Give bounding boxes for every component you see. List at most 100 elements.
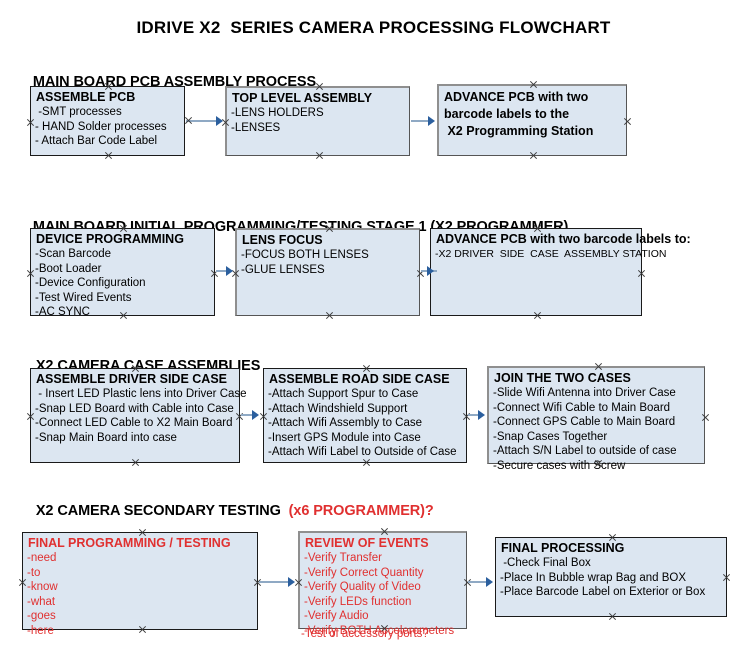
resize-handle-bottom[interactable]	[138, 625, 147, 634]
resize-handle-bottom[interactable]	[362, 458, 371, 467]
resize-handle-top[interactable]	[315, 82, 324, 91]
resize-handle-bottom[interactable]	[529, 151, 538, 160]
resize-handle-bottom[interactable]	[594, 459, 603, 468]
box-line: -here	[27, 624, 54, 637]
resize-handle-right[interactable]	[623, 117, 632, 126]
resize-handle-left[interactable]	[26, 269, 35, 278]
resize-handle-bottom[interactable]	[119, 311, 128, 320]
box-line: -SMT processes	[35, 106, 122, 118]
box-line: -Slide Wifi Antenna into Driver Case	[493, 387, 676, 399]
resize-handle-left[interactable]	[18, 578, 27, 587]
arrow-head-icon	[428, 116, 435, 126]
box-line: -Snap LED Board with Cable into Case	[35, 402, 234, 415]
box-line: -Verify Audio	[304, 610, 369, 623]
box-line: -Check Final Box	[500, 557, 591, 569]
resize-handle-top[interactable]	[138, 528, 147, 537]
resize-handle-right[interactable]	[722, 573, 731, 582]
resize-handle-top[interactable]	[131, 364, 140, 373]
page-title: IDRIVE X2 SERIES CAMERA PROCESSING FLOWC…	[136, 18, 611, 37]
resize-handle-bottom[interactable]	[325, 311, 334, 320]
resize-handle-left[interactable]	[294, 578, 303, 587]
box-line: -Verify Transfer	[304, 552, 382, 564]
resize-handle-right[interactable]	[637, 269, 646, 278]
resize-handle-left[interactable]	[26, 118, 35, 127]
box-line: - HAND Solder processes	[35, 120, 167, 133]
arrow-head-icon	[427, 266, 434, 276]
connector-driver-side-to-road-side	[241, 414, 256, 416]
box-line: -AC SYNC	[35, 306, 90, 319]
flow-box-advance-pcb-to-x2-programming-station[interactable]: ADVANCE PCB with two barcode labels to t…	[437, 84, 627, 156]
resize-handle-right[interactable]	[701, 413, 710, 422]
box-line: -Insert GPS Module into Case	[268, 431, 421, 444]
flow-box-final-processing[interactable]: FINAL PROCESSING -Check Final Box -Place…	[495, 537, 727, 617]
flow-box-advance-pcb-to-driver-side-case-assembly[interactable]: ADVANCE PCB with two barcode labels to: …	[430, 228, 691, 316]
flow-box-lens-focus[interactable]: LENS FOCUS -FOCUS BOTH LENSES -GLUE LENS…	[235, 228, 420, 316]
flow-box-top-level-assembly[interactable]: TOP LEVEL ASSEMBLY -LENS HOLDERS -LENSES	[225, 86, 410, 156]
box-line: -need	[27, 552, 57, 564]
connector-top-level-assembly-to-advance-pcb	[411, 120, 431, 122]
resize-handle-bottom[interactable]	[533, 311, 542, 320]
box-title: LENS FOCUS	[242, 233, 323, 247]
box-line: -Attach Support Spur to Case	[268, 388, 419, 400]
arrow-head-icon	[478, 410, 485, 420]
box-line: -X2 DRIVER SIDE CASE ASSEMBLY STATION	[435, 248, 667, 260]
box-line: -GLUE LENSES	[241, 263, 325, 276]
flow-box-assemble-road-side-case[interactable]: ASSEMBLE ROAD SIDE CASE -Attach Support …	[263, 368, 467, 463]
box-title: TOP LEVEL ASSEMBLY	[232, 91, 373, 105]
box-line: -Secure cases with Screw	[493, 459, 626, 472]
resize-handle-bottom[interactable]	[608, 612, 617, 621]
box-title: FINAL PROCESSING	[501, 541, 625, 555]
flow-box-join-the-two-cases[interactable]: JOIN THE TWO CASES -Slide Wifi Antenna i…	[487, 366, 705, 472]
box-title: ADVANCE PCB with two barcode labels to:	[436, 232, 691, 246]
resize-handle-top[interactable]	[325, 224, 334, 233]
box-line: -LENS HOLDERS	[231, 107, 324, 119]
resize-handle-top[interactable]	[533, 224, 542, 233]
connector-review-of-events-to-final-processing	[468, 581, 490, 583]
box-line: -Place Barcode Label on Exterior or Box	[500, 586, 706, 599]
section-header-accent-text: (x6 PROGRAMMER)?	[288, 503, 434, 519]
box-title: ASSEMBLE ROAD SIDE CASE	[269, 372, 450, 386]
box-title: DEVICE PROGRAMMING	[36, 232, 184, 246]
connector-road-side-to-join-cases	[468, 414, 482, 416]
flow-box-assemble-driver-side-case[interactable]: ASSEMBLE DRIVER SIDE CASE - Insert LED P…	[30, 368, 247, 463]
resize-handle-left[interactable]	[259, 412, 268, 421]
box-title: ASSEMBLE PCB	[36, 90, 136, 104]
arrow-head-icon	[252, 410, 259, 420]
resize-handle-top[interactable]	[119, 224, 128, 233]
box-line: -Attach Windshield Support	[268, 402, 408, 415]
resize-handle-top[interactable]	[594, 362, 603, 371]
box-line-overflow-review-of-events: -Test of accessory ports?	[301, 628, 429, 640]
resize-handle-top[interactable]	[608, 533, 617, 542]
box-line: -Connect LED Cable to X2 Main Board	[35, 417, 233, 430]
box-line: -Verify Correct Quantity	[304, 566, 424, 579]
arrow-head-icon	[226, 266, 233, 276]
box-line: - Insert LED Plastic lens into Driver Ca…	[35, 388, 247, 400]
connector-assemble-pcb-to-top-level-assembly	[186, 120, 218, 122]
arrow-head-icon	[486, 577, 493, 587]
connector-handle[interactable]	[184, 116, 193, 125]
box-title: REVIEW OF EVENTS	[305, 536, 429, 550]
box-title: JOIN THE TWO CASES	[494, 371, 631, 385]
box-line: -Place In Bubble wrap Bag and BOX	[500, 571, 687, 584]
resize-handle-left[interactable]	[26, 412, 35, 421]
resize-handle-top[interactable]	[104, 82, 113, 91]
box-title: ADVANCE PCB with two	[444, 90, 589, 104]
flow-box-device-programming[interactable]: DEVICE PROGRAMMING -Scan Barcode -Boot L…	[30, 228, 215, 318]
resize-handle-top[interactable]	[380, 527, 389, 536]
arrow-head-icon	[288, 577, 295, 587]
connector-device-programming-to-lens-focus	[216, 270, 228, 272]
resize-handle-bottom[interactable]	[104, 151, 113, 160]
resize-handle-top[interactable]	[529, 80, 538, 89]
resize-handle-top[interactable]	[362, 364, 371, 373]
box-line: -Snap Main Board into case	[35, 431, 177, 444]
box-line: -Connect Wifi Cable to Main Board	[493, 401, 671, 414]
box-line: -FOCUS BOTH LENSES	[241, 249, 369, 261]
box-line: -what	[27, 595, 56, 608]
resize-handle-bottom[interactable]	[315, 151, 324, 160]
resize-handle-bottom[interactable]	[131, 458, 140, 467]
flow-box-assemble-pcb[interactable]: ASSEMBLE PCB -SMT processes - HAND Solde…	[30, 86, 185, 156]
box-line: -Verify Quality of Video	[304, 581, 421, 594]
connector-final-programming-to-review-of-events	[259, 581, 291, 583]
flow-box-final-programming-testing[interactable]: FINAL PROGRAMMING / TESTING -need -to -k…	[22, 532, 258, 637]
flow-box-review-of-events[interactable]: REVIEW OF EVENTS -Verify Transfer -Verif…	[298, 531, 467, 637]
